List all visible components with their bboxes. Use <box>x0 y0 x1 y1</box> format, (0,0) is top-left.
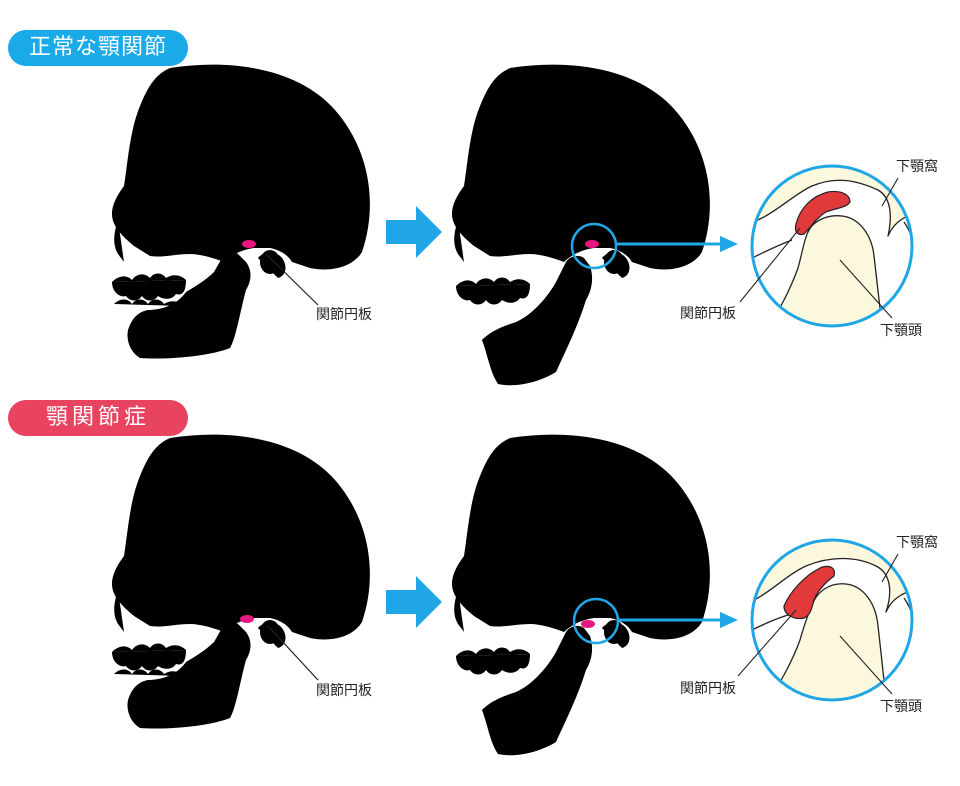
label-fossa-tmd: 下顎窩 <box>896 535 938 551</box>
disc-tmd-closed <box>240 615 254 623</box>
disc-normal-open <box>585 240 599 248</box>
skull-open-normal <box>452 64 710 386</box>
label-disc-normal-left: 関節円板 <box>316 307 372 323</box>
zoom-view-tmd <box>750 538 914 702</box>
label-disc-tmd-right: 関節円板 <box>680 681 736 697</box>
leader-line <box>881 553 899 583</box>
highlight-circle <box>570 222 618 270</box>
arrow-right-icon <box>386 576 442 628</box>
zoom-arrow-head-icon <box>720 612 738 628</box>
leader-line <box>267 625 319 681</box>
leader-line <box>737 609 797 677</box>
leader-line <box>839 259 893 319</box>
label-disc-tmd-left: 関節円板 <box>316 683 372 699</box>
label-condyle-tmd: 下顎頭 <box>880 699 922 715</box>
leader-line <box>881 177 899 207</box>
leader-line <box>839 635 893 695</box>
disc-tmd-open <box>581 620 595 628</box>
label-fossa-normal: 下顎窩 <box>896 159 938 175</box>
section-title-normal: 正常な顎関節 <box>8 30 188 66</box>
section-title-tmd: 顎関節症 <box>8 400 188 436</box>
disc-normal-closed <box>242 240 256 248</box>
zoom-arrow-head-icon <box>720 236 738 252</box>
zoom-view-normal <box>750 164 914 328</box>
skull-open-tmd <box>452 434 710 756</box>
leader-line <box>265 253 319 306</box>
leader-line <box>739 227 801 303</box>
label-disc-normal-right: 関節円板 <box>680 306 736 322</box>
label-condyle-normal: 下顎頭 <box>880 323 922 339</box>
arrow-right-icon <box>386 206 442 258</box>
